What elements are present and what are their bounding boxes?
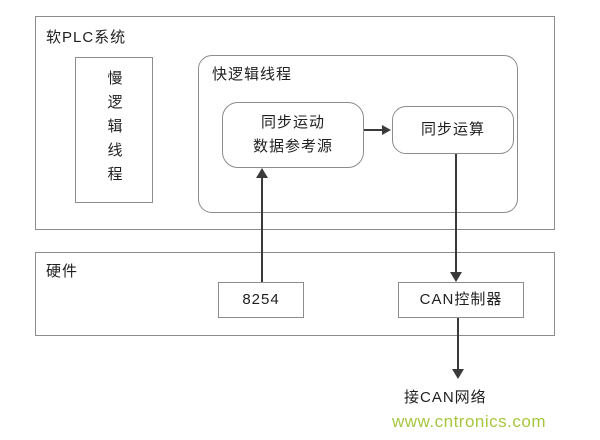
- slow-logic-thread-box: 慢逻辑线程: [75, 57, 153, 203]
- sync-compute-label: 同步运算: [420, 121, 485, 138]
- arrow-source-to-compute-line: [364, 129, 383, 131]
- arrow-compute-to-can-head-icon: [450, 272, 462, 282]
- arrow-source-to-compute-head-icon: [382, 125, 391, 135]
- slow-logic-thread-label: 慢逻辑线程: [105, 70, 123, 190]
- arrow-8254-to-source-head-icon: [256, 168, 268, 178]
- arrow-compute-to-can-line: [455, 154, 457, 273]
- watermark-text: www.cntronics.com: [392, 412, 546, 431]
- soft-plc-system-title: 软PLC系统: [46, 29, 127, 46]
- can-controller-node: CAN控制器: [398, 282, 524, 318]
- fast-logic-thread-title: 快逻辑线程: [212, 66, 293, 83]
- timer-8254-node: 8254: [218, 282, 304, 318]
- sync-motion-source-label: 同步运动 数据参考源: [252, 114, 333, 155]
- arrow-can-to-network-head-icon: [452, 369, 464, 379]
- arrow-can-to-network-line: [457, 318, 459, 370]
- sync-compute-node: 同步运算: [392, 106, 514, 154]
- arrow-8254-to-source-line: [261, 178, 263, 282]
- can-controller-label: CAN控制器: [419, 291, 503, 308]
- timer-8254-label: 8254: [242, 291, 280, 308]
- hardware-title: 硬件: [46, 263, 79, 280]
- sync-motion-source-node: 同步运动 数据参考源: [222, 102, 364, 168]
- can-network-label: 接CAN网络: [404, 389, 487, 406]
